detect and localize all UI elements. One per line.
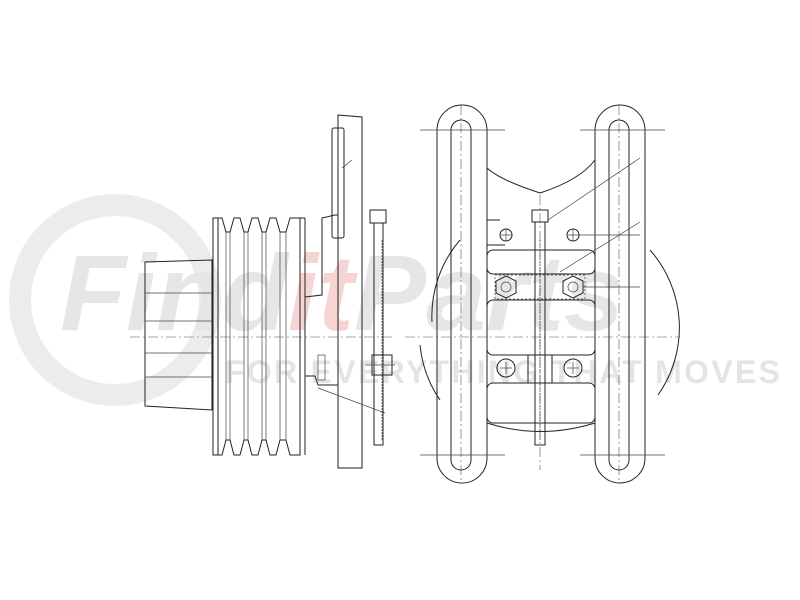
watermark-logo-ring (9, 194, 221, 406)
bracket-plate (337, 114, 363, 469)
adjusting-bolt-front (494, 209, 586, 446)
hub (144, 259, 213, 411)
front-view (405, 104, 680, 484)
side-view (130, 114, 395, 469)
watermark: FinditParts FOR EVERYTHING THAT MOVES (9, 194, 780, 406)
bracket-slot (331, 127, 345, 239)
bolts (495, 228, 640, 378)
right-arm (580, 104, 665, 484)
left-arm (420, 104, 505, 484)
adjusting-bolt-side (365, 209, 395, 446)
pulley (212, 217, 306, 456)
